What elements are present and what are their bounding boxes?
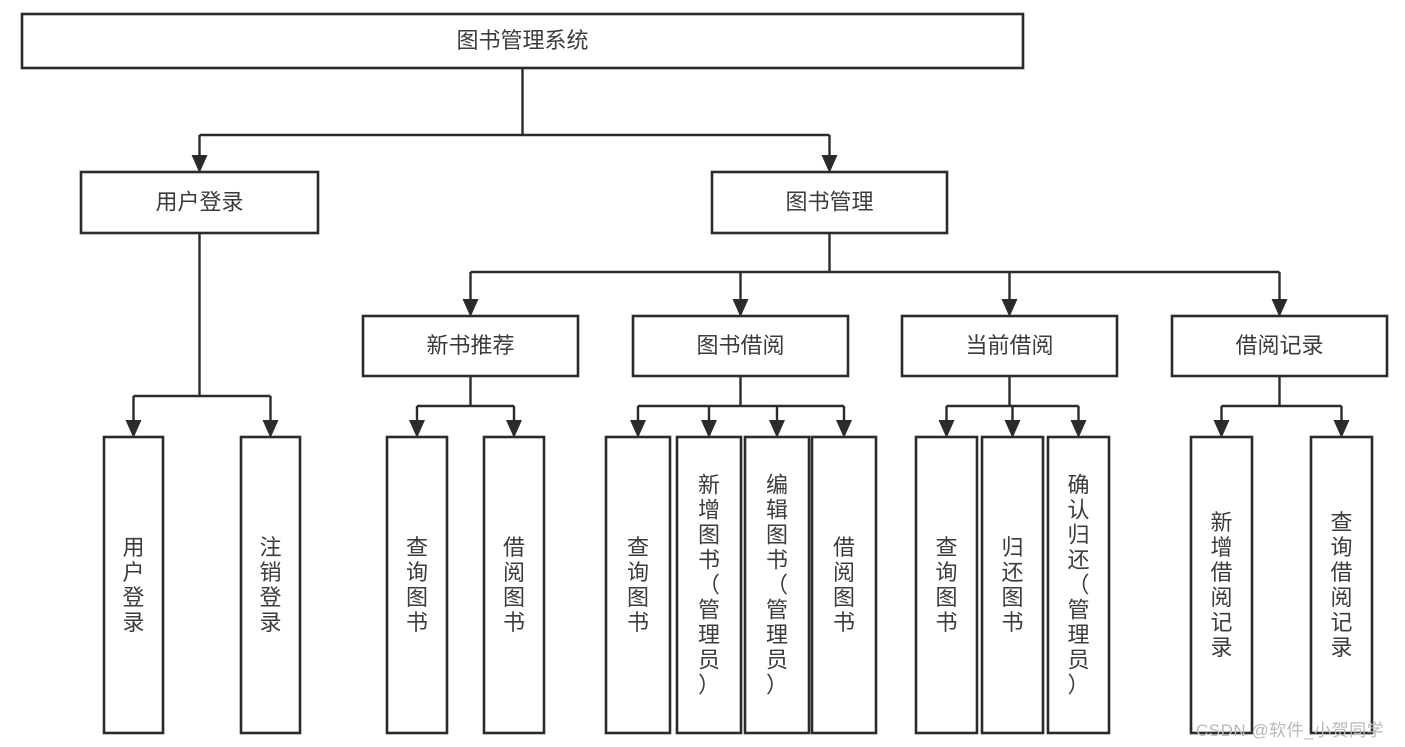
arrowhead-icon: [1004, 420, 1021, 438]
node-box: [20, 12, 1025, 70]
node-box: [239, 435, 302, 735]
node-box: [980, 435, 1045, 735]
node-label: 注销登录: [259, 535, 281, 635]
node-leaf-query-book-3[interactable]: 查询图书: [914, 435, 979, 735]
node-box: [102, 435, 165, 735]
arrowhead-icon: [1070, 420, 1087, 438]
node-label: 图书借阅: [696, 333, 784, 358]
node-label: 图书管理系统: [456, 28, 588, 53]
node-leaf-borrow-book-1[interactable]: 借阅图书: [482, 435, 546, 735]
node-leaf-query-record[interactable]: 查询借阅记录: [1309, 435, 1374, 735]
node-label: 用户登录: [155, 189, 243, 214]
arrowhead-icon: [462, 299, 479, 317]
arrowhead-icon: [1333, 420, 1350, 438]
node-leaf-confirm-return[interactable]: 确认归还（管理员）: [1046, 435, 1111, 735]
node-label: 归还图书: [1001, 535, 1023, 635]
node-book-borrow[interactable]: 图书借阅: [631, 314, 850, 378]
node-box: [710, 170, 949, 235]
node-box: [900, 314, 1119, 378]
node-box: [1170, 314, 1389, 378]
arrowhead-icon: [262, 420, 279, 438]
node-box: [1046, 435, 1111, 735]
node-label: 借阅图书: [503, 535, 525, 635]
arrowhead-icon: [506, 420, 522, 438]
arrowhead-icon: [630, 420, 646, 438]
arrowhead-icon: [1001, 299, 1018, 317]
node-leaf-logout[interactable]: 注销登录: [239, 435, 302, 735]
arrowhead-icon: [938, 420, 955, 438]
node-label: 查询借阅记录: [1330, 510, 1352, 660]
node-label: 查询图书: [935, 535, 957, 635]
node-leaf-query-book-2[interactable]: 查询图书: [604, 435, 672, 735]
node-leaf-user-login[interactable]: 用户登录: [102, 435, 165, 735]
node-box: [810, 435, 878, 735]
node-label: 查询图书: [406, 535, 428, 635]
node-label: 新增借阅记录: [1210, 510, 1232, 660]
node-label: 查询图书: [627, 535, 649, 635]
arrowhead-icon: [191, 155, 208, 173]
node-layer: 图书管理系统用户登录图书管理新书推荐图书借阅当前借阅借阅记录用户登录注销登录查询…: [20, 12, 1389, 735]
node-user-login[interactable]: 用户登录: [79, 170, 320, 235]
arrowhead-icon: [821, 155, 838, 173]
node-box: [482, 435, 546, 735]
node-label: 用户登录: [122, 535, 144, 635]
node-label: 当前借阅: [965, 333, 1053, 358]
node-box: [1189, 435, 1254, 735]
node-label: 新书推荐: [426, 333, 514, 358]
node-label: 确认归还（管理员）: [1067, 473, 1089, 698]
arrowhead-icon: [1213, 420, 1230, 438]
node-label: 图书管理: [785, 189, 873, 214]
node-box: [1309, 435, 1374, 735]
arrowhead-icon: [409, 420, 425, 438]
node-box: [604, 435, 672, 735]
node-box: [79, 170, 320, 235]
node-label: 借阅记录: [1235, 333, 1323, 358]
node-leaf-edit-book[interactable]: 编辑图书（管理员）: [743, 435, 811, 735]
node-leaf-add-record[interactable]: 新增借阅记录: [1189, 435, 1254, 735]
node-box: [385, 435, 449, 735]
node-box: [914, 435, 979, 735]
node-box: [361, 314, 580, 378]
arrowhead-icon: [836, 420, 852, 438]
arrowhead-icon: [732, 299, 749, 317]
node-root[interactable]: 图书管理系统: [20, 12, 1025, 70]
node-leaf-borrow-book-2[interactable]: 借阅图书: [810, 435, 878, 735]
node-leaf-add-book[interactable]: 新增图书（管理员）: [675, 435, 743, 735]
arrowhead-icon: [701, 420, 717, 438]
node-leaf-return-book[interactable]: 归还图书: [980, 435, 1045, 735]
node-book-manage[interactable]: 图书管理: [710, 170, 949, 235]
node-new-book-rec[interactable]: 新书推荐: [361, 314, 580, 378]
node-borrow-record[interactable]: 借阅记录: [1170, 314, 1389, 378]
node-box: [631, 314, 850, 378]
connector-layer: [125, 68, 1350, 438]
arrowhead-icon: [125, 420, 142, 438]
node-label: 借阅图书: [833, 535, 855, 635]
arrowhead-icon: [1271, 299, 1288, 317]
node-label: 编辑图书（管理员）: [766, 473, 788, 698]
node-box: [675, 435, 743, 735]
node-label: 新增图书（管理员）: [698, 473, 720, 698]
arrowhead-icon: [769, 420, 785, 438]
node-current-borrow[interactable]: 当前借阅: [900, 314, 1119, 378]
node-leaf-query-book-1[interactable]: 查询图书: [385, 435, 449, 735]
node-box: [743, 435, 811, 735]
